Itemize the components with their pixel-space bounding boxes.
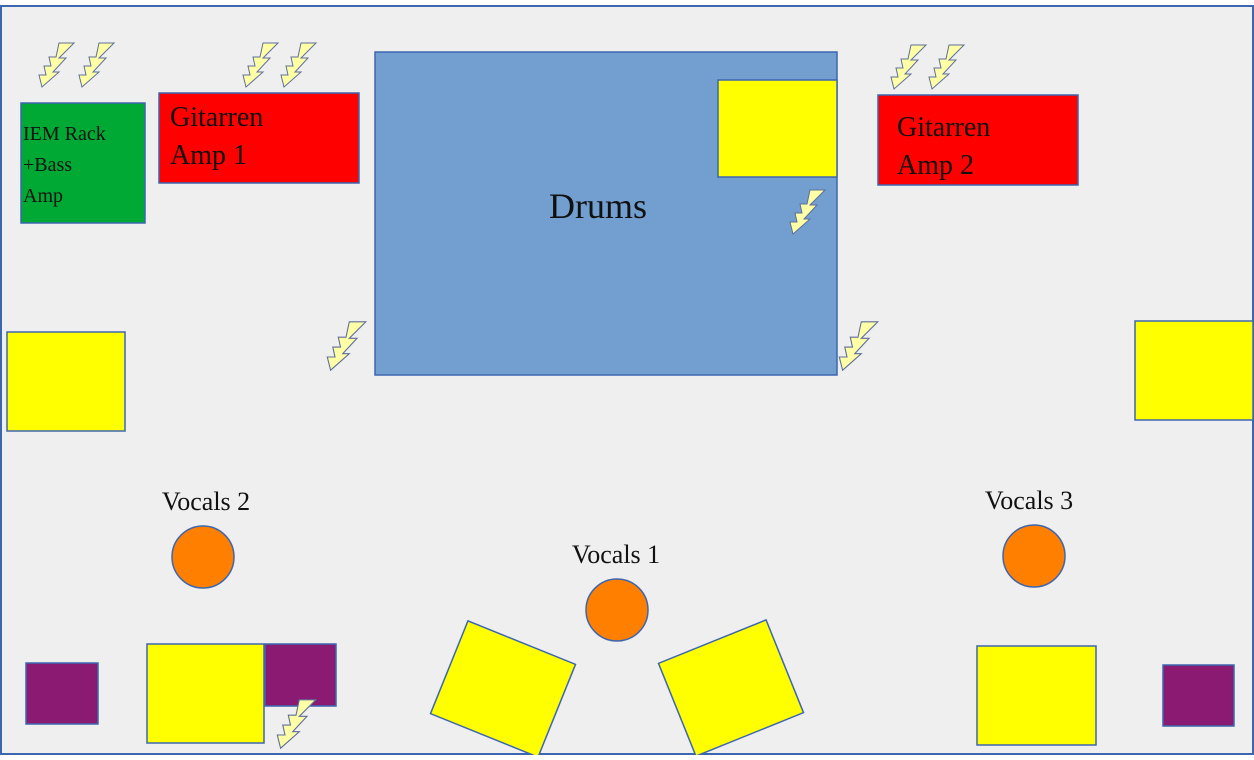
di-box-left — [25, 662, 99, 725]
vocals-1-label: Vocals 1 — [572, 540, 660, 569]
iem-rack-bass-amp — [20, 102, 146, 224]
wedge-vocals-3 — [976, 645, 1097, 746]
di-box-center-left — [264, 643, 337, 707]
side-fill-left — [6, 331, 126, 432]
guitar-amp-2 — [877, 94, 1079, 186]
guitar-amp-1-label-line-2: Amp 1 — [170, 140, 247, 171]
drums-label: Drums — [549, 186, 647, 226]
iem-rack-label-line-3: Amp — [23, 185, 63, 207]
guitar-amp-2-label-line-2: Amp 2 — [897, 150, 974, 181]
vocals-2-label: Vocals 2 — [162, 487, 250, 516]
guitar-amp-1 — [158, 92, 360, 184]
guitar-amp-1-label-line-1: Gitarren — [170, 102, 263, 133]
iem-rack-label-line-1: IEM Rack — [23, 123, 106, 145]
wedge-vocals-1-right — [657, 618, 805, 758]
guitar-amp-2-label-line-1: Gitarren — [897, 112, 990, 143]
wedge-vocals-2 — [146, 643, 265, 744]
iem-rack-label-line-2: +Bass — [23, 154, 72, 176]
drum-monitor-wedge — [717, 79, 838, 178]
vocals-3-mic — [1002, 524, 1066, 588]
di-box-right — [1162, 664, 1235, 727]
vocals-1-mic — [585, 578, 649, 642]
vocals-3-label: Vocals 3 — [985, 486, 1073, 515]
wedge-vocals-1-left — [429, 619, 577, 759]
vocals-2-mic — [171, 525, 235, 589]
side-fill-right — [1134, 320, 1254, 421]
